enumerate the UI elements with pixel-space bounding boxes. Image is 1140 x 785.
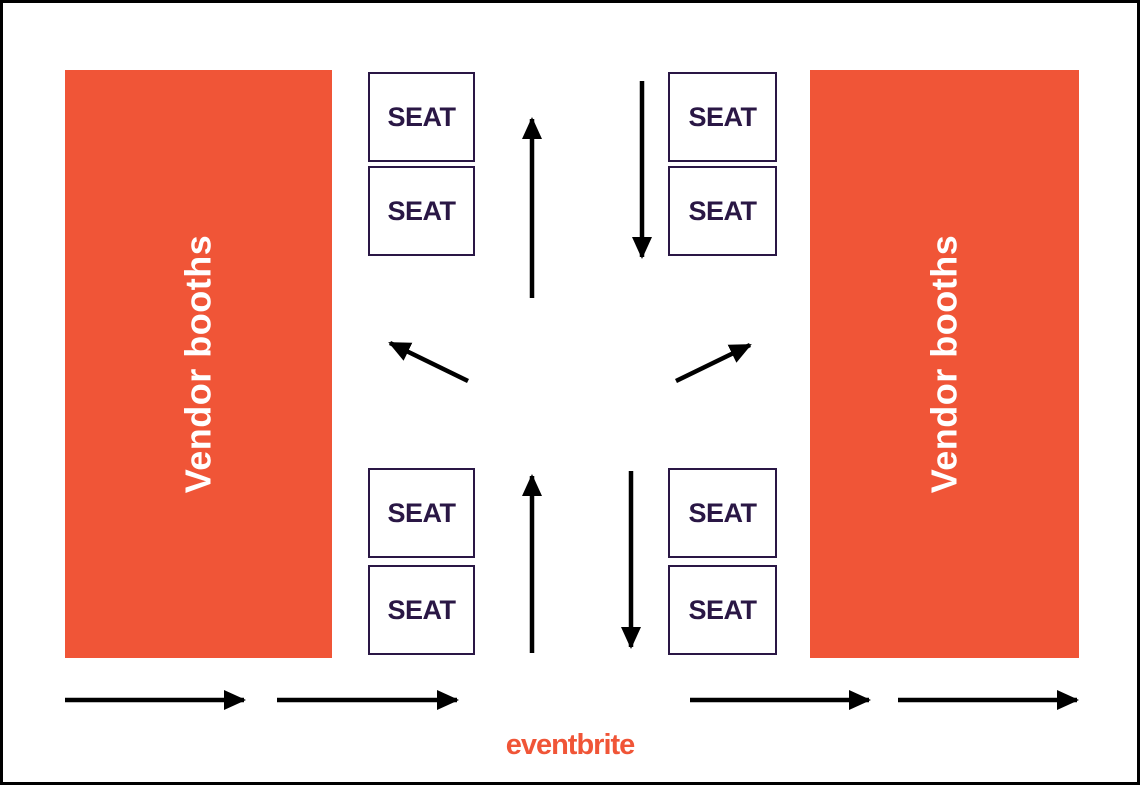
- up-left-diagonal-arrow-icon: [388, 340, 469, 384]
- up-right-diagonal-arrow-icon: [675, 342, 752, 384]
- seat-label: SEAT: [387, 101, 456, 132]
- seat-box-top-left-1: SEAT: [368, 72, 475, 162]
- seat-label: SEAT: [688, 101, 757, 132]
- eventbrite-logo: eventbrite: [505, 729, 636, 761]
- seat-label: SEAT: [387, 195, 456, 226]
- seat-label: SEAT: [688, 594, 757, 625]
- seat-box-bottom-right-2: SEAT: [668, 565, 777, 655]
- seat-label: SEAT: [387, 594, 456, 625]
- vendor-booth-right: Vendor booths: [810, 70, 1079, 658]
- vendor-booth-right-label: Vendor booths: [923, 234, 965, 494]
- vendor-booth-left-label: Vendor booths: [177, 234, 219, 494]
- seat-box-top-left-2: SEAT: [368, 166, 475, 256]
- seat-box-bottom-left-2: SEAT: [368, 565, 475, 655]
- seat-label: SEAT: [688, 497, 757, 528]
- seat-label: SEAT: [688, 195, 757, 226]
- seat-box-top-right-2: SEAT: [668, 166, 777, 256]
- vendor-booth-left: Vendor booths: [65, 70, 332, 658]
- seat-box-top-right-1: SEAT: [668, 72, 777, 162]
- seat-box-bottom-right-1: SEAT: [668, 468, 777, 558]
- seat-label: SEAT: [387, 497, 456, 528]
- seat-box-bottom-left-1: SEAT: [368, 468, 475, 558]
